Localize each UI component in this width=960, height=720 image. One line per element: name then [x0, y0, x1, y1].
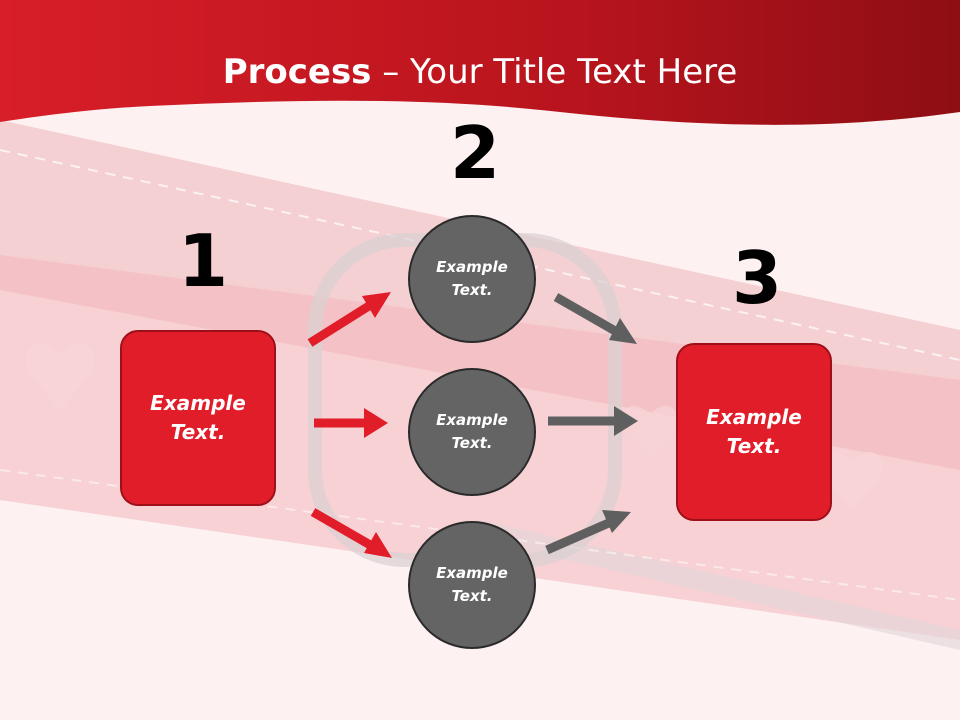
- step-two-circle-2: Example Text.: [408, 368, 536, 496]
- step-two-circle-1-text: Example Text.: [436, 257, 508, 299]
- step-one-text: Example Text.: [150, 391, 246, 444]
- step-three-box: Example Text.: [676, 343, 832, 521]
- slide-title-bold: Process: [222, 52, 372, 92]
- step-two-circle-2-text: Example Text.: [436, 410, 508, 452]
- step-one-number: 1: [178, 219, 229, 303]
- step-three-text: Example Text.: [706, 405, 802, 458]
- slide-title-rest: – Your Title Text Here: [371, 52, 738, 92]
- step-two-number: 2: [450, 111, 501, 195]
- step-two-circle-3-text: Example Text.: [436, 563, 508, 605]
- step-two-circle-3: Example Text.: [408, 521, 536, 649]
- step-one-box: Example Text.: [120, 330, 276, 506]
- step-two-circle-1: Example Text.: [408, 215, 536, 343]
- step-three-number: 3: [732, 236, 783, 320]
- slide-title: Process – Your Title Text Here: [0, 52, 960, 92]
